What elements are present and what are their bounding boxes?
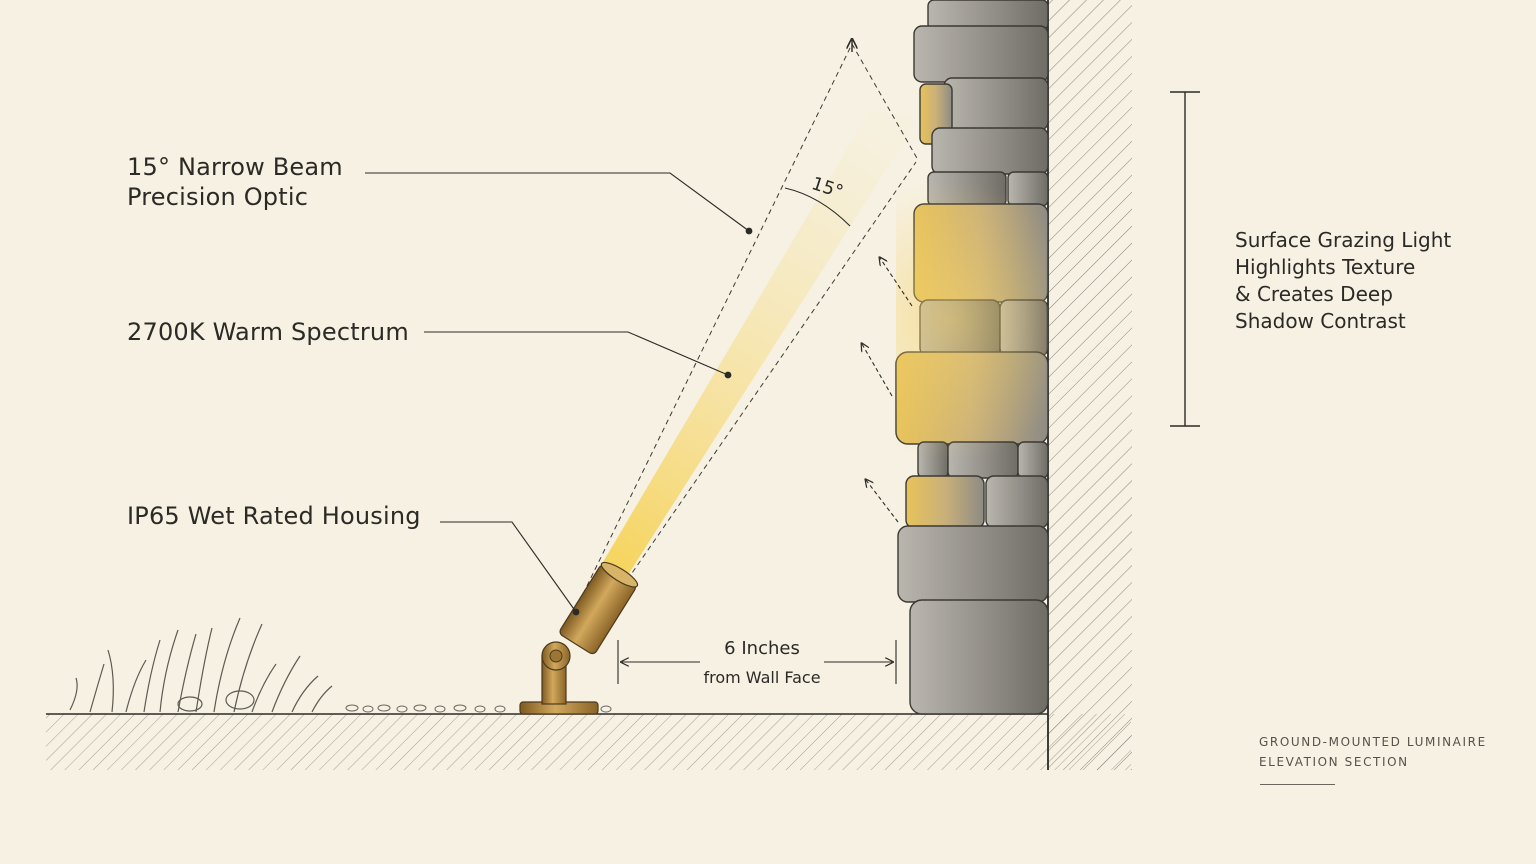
pebble-strip bbox=[345, 704, 612, 713]
grazing-note-line3: & Creates Deep bbox=[1235, 282, 1393, 306]
dimension-value: 6 Inches bbox=[724, 638, 800, 659]
beam-callout-line1: 15° Narrow Beam bbox=[127, 153, 343, 181]
grazing-note-line1: Surface Grazing Light bbox=[1235, 228, 1452, 252]
spectrum-callout-line1: 2700K Warm Spectrum bbox=[127, 318, 409, 346]
light-beam bbox=[583, 110, 918, 600]
stone-wall bbox=[895, 0, 1049, 715]
caption-rule bbox=[1260, 784, 1335, 785]
plant-cluster bbox=[69, 617, 333, 713]
dimension-detail: from Wall Face bbox=[703, 668, 821, 687]
callout-leaders bbox=[365, 172, 750, 613]
grazing-note: Surface Grazing Light Highlights Texture… bbox=[1235, 227, 1451, 335]
beam-edge-left bbox=[582, 43, 853, 595]
grazing-note-line2: Highlights Texture bbox=[1235, 255, 1416, 279]
grazing-note-line4: Shadow Contrast bbox=[1235, 309, 1406, 333]
beam-angle-arc bbox=[784, 187, 851, 227]
beam-edge-right bbox=[611, 161, 917, 603]
height-bracket bbox=[1170, 91, 1200, 427]
ground-section bbox=[46, 714, 1131, 770]
beam-leader-dot bbox=[745, 227, 753, 235]
caption-line1: GROUND-MOUNTED LUMINAIRE bbox=[1259, 735, 1487, 749]
grazing-arrows bbox=[862, 258, 913, 523]
beam-reflect-dash bbox=[851, 43, 919, 161]
distance-dimension bbox=[617, 640, 897, 684]
drawing-caption: GROUND-MOUNTED LUMINAIRE ELEVATION SECTI… bbox=[1259, 732, 1487, 772]
beam-callout-line2: Precision Optic bbox=[127, 183, 309, 211]
wall-section bbox=[1048, 0, 1132, 770]
beam-callout: 15° Narrow Beam Precision Optic bbox=[127, 152, 343, 212]
caption-line2: ELEVATION SECTION bbox=[1259, 755, 1409, 769]
spectrum-callout: 2700K Warm Spectrum bbox=[127, 317, 409, 347]
housing-callout-line1: IP65 Wet Rated Housing bbox=[127, 502, 421, 530]
housing-leader-dot bbox=[572, 608, 580, 616]
spectrum-leader-dot bbox=[724, 371, 732, 379]
luminaire bbox=[519, 561, 639, 715]
housing-callout: IP65 Wet Rated Housing bbox=[127, 501, 421, 531]
